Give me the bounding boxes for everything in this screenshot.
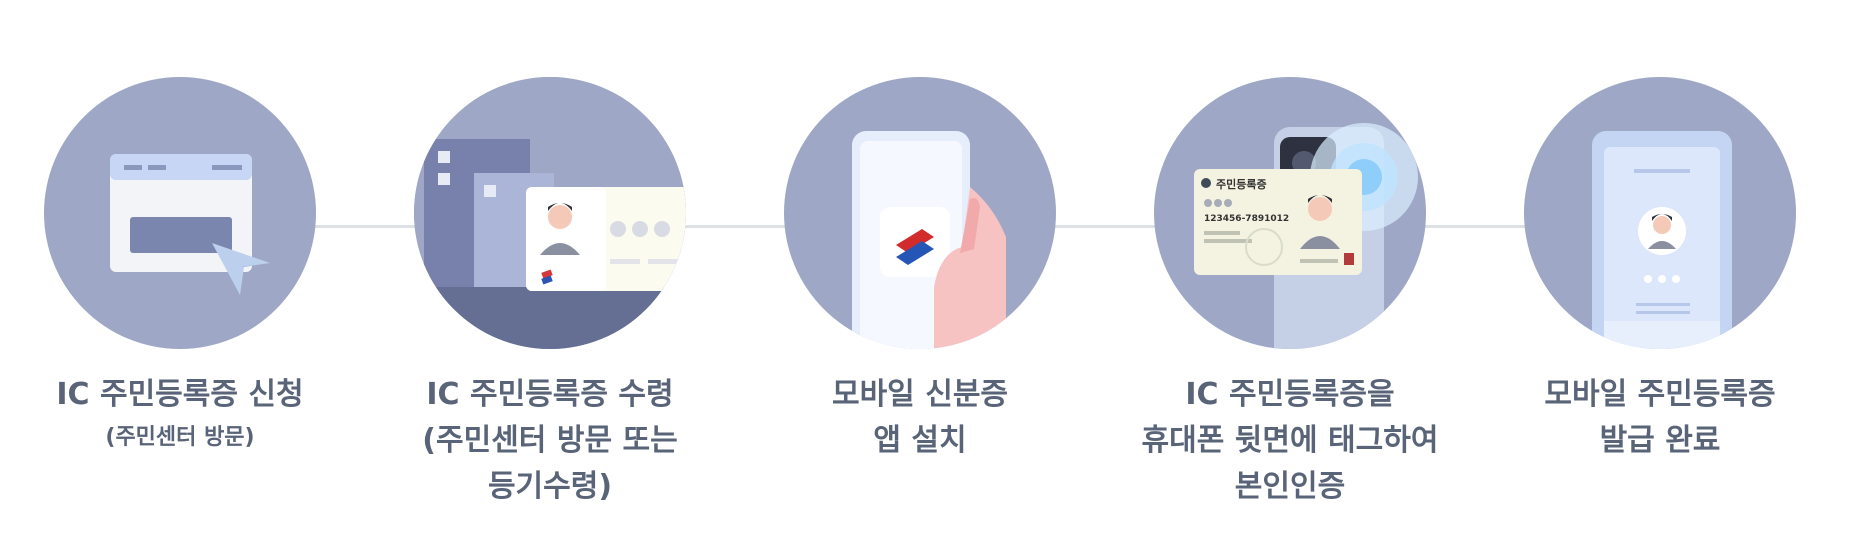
step-receive: IC 주민등록증 수령 (주민센터 방문 또는 등기수령) [340, 0, 760, 533]
step-label: 모바일 신분증 앱 설치 [831, 377, 1009, 458]
mobile-id-issued-icon [1524, 77, 1796, 349]
step-install: 모바일 신분증 앱 설치 [710, 0, 1130, 533]
browser-apply-icon [44, 77, 316, 349]
step-label: IC 주민등록증을 휴대폰 뒷면에 태그하여 본인인증 [1141, 377, 1439, 504]
id-card-receive-icon [414, 77, 686, 349]
step-apply: IC 주민등록증 신청 (주민센터 방문) [0, 0, 390, 533]
nfc-tag-icon: 주민등록증 123456-7891012 [1154, 77, 1426, 349]
step-label: IC 주민등록증 수령 (주민센터 방문 또는 등기수령) [422, 377, 678, 504]
step-tag: 주민등록증 123456-7891012 IC 주민등록증을 휴대폰 뒷면에 태… [1080, 0, 1500, 533]
step-label: 모바일 주민등록증 발급 완료 [1544, 377, 1776, 458]
svg-text:주민등록증: 주민등록증 [1216, 177, 1267, 191]
step-label: IC 주민등록증 신청 (주민센터 방문) [56, 377, 304, 450]
svg-text:123456-7891012: 123456-7891012 [1204, 214, 1289, 224]
step-issued: 모바일 주민등록증 발급 완료 [1450, 0, 1870, 533]
mobile-app-install-icon [784, 77, 1056, 349]
